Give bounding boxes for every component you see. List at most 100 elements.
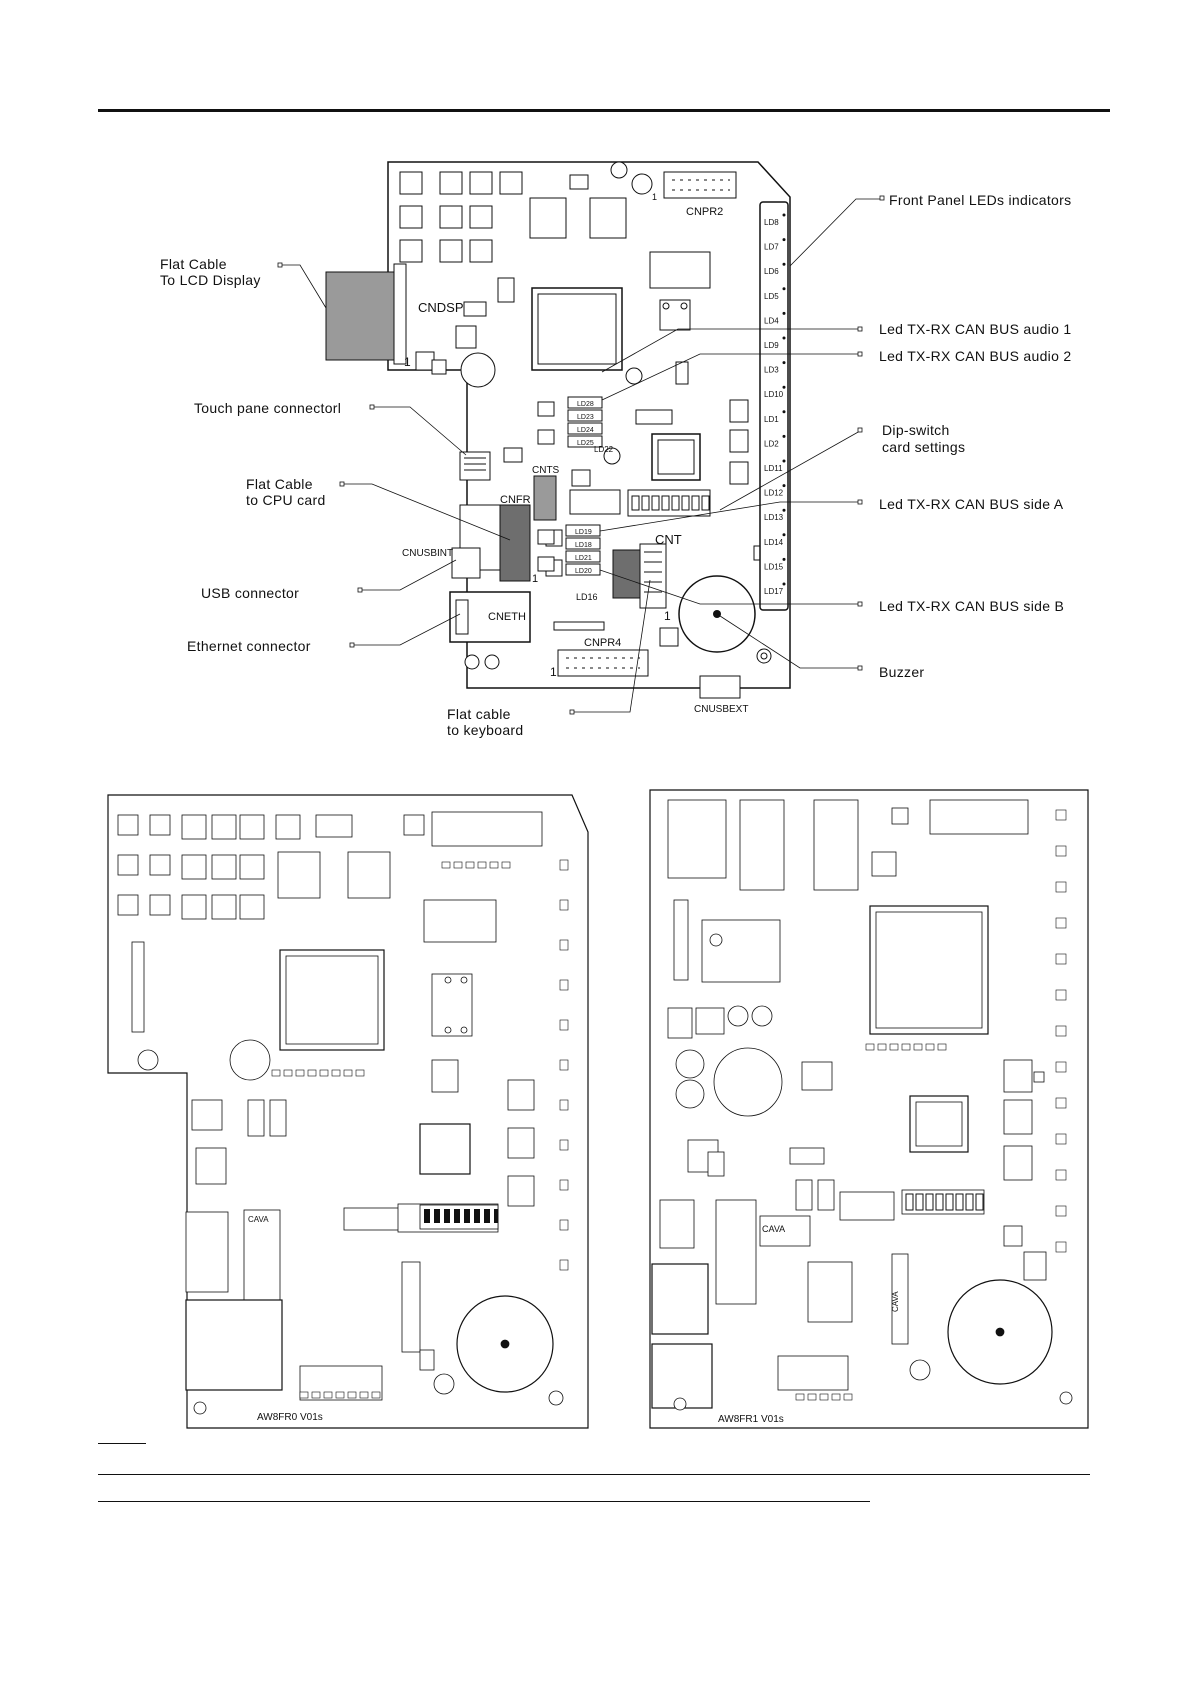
can-controller-chip [651,433,701,481]
label-ld24: LD24 [577,427,594,434]
front-led-dot [782,434,786,438]
callout-touch-panel-connector: Touch pane connectorl [194,400,342,416]
label-cnusbint: CNUSBINT [402,548,453,559]
callout-dip-switch-2: card settings [882,439,966,455]
label-cnpr4: CNPR4 [584,637,621,649]
front-led-label: LD12 [764,489,784,498]
front-led-strip [759,201,789,611]
callout-led-can-side-a: Led TX-RX CAN BUS side A [879,496,1064,512]
label-cnusbext: CNUSBEXT [694,704,748,715]
label-ld18: LD18 [575,542,592,549]
front-led-label: LD9 [764,341,779,350]
label-ld19: LD19 [575,529,592,536]
front-led-dot [782,410,786,414]
label-cnfr: CNFR [500,494,531,506]
label-pin1-cnfr: 1 [532,573,538,585]
left-pcb-components [117,811,564,1415]
footer-rule-mid [98,1501,870,1502]
front-led-dot [782,508,786,512]
front-led-dot [782,557,786,561]
label-pin1-cnpr2: 1 [652,192,657,202]
label-pin1-cnt: 1 [664,609,671,623]
edge-led-columns [559,809,1067,1271]
label-ld21: LD21 [575,555,592,562]
front-led-label: LD7 [764,243,779,252]
front-led-label: LD17 [764,587,784,596]
label-ld22: LD22 [594,445,614,454]
callout-flat-cable-cpu-1: Flat Cable [246,476,313,492]
footer-rule-long [98,1474,1090,1475]
cnusbext-connector [699,675,741,699]
led-group-side [537,524,601,576]
front-led-label: LD14 [764,538,784,547]
label-ld23: LD23 [577,414,594,421]
cnts-connector [533,475,557,521]
front-led-label: LD5 [764,292,779,301]
label-cndsp: CNDSP [418,300,464,315]
smd-rows [271,861,947,1401]
callout-flat-cable-lcd-1: Flat Cable [160,256,227,272]
front-led-dot [782,238,786,242]
left-board-id: AW8FR0 V01s [257,1412,323,1423]
cndsp-connector [393,263,407,365]
label-cnts: CNTS [532,465,560,476]
label-pin1-cndsp: 1 [404,355,411,369]
front-led-dot [782,361,786,365]
right-pcb-components [651,799,1073,1411]
label-ld20: LD20 [575,568,592,575]
front-led-dot [782,213,786,217]
front-led-label: LD6 [764,267,779,276]
header-rule [98,109,1110,112]
front-led-dot [782,533,786,537]
leader-lines [280,198,884,713]
callout-flat-cable-lcd-2: To LCD Display [160,272,261,288]
front-led-label: LD15 [764,562,784,571]
front-led-label: LD1 [764,415,779,424]
right-cava-label: CAVA [762,1224,785,1234]
main-processor [531,287,623,371]
front-led-dot [782,336,786,340]
cnfr-connector [499,504,531,582]
label-cnpr2: CNPR2 [686,206,723,218]
touch-connector [459,451,491,481]
left-pcb-outline [107,794,589,1429]
label-ld16: LD16 [576,592,598,602]
label-pin1-cnpr4: 1 [550,665,557,679]
power-components [399,161,711,289]
callout-usb-connector: USB connector [201,585,300,601]
front-led-label: LD3 [764,366,779,375]
front-led-dot [782,287,786,291]
callout-ethernet-connector: Ethernet connector [187,638,311,654]
front-led-dot [782,385,786,389]
left-cava-label: CAVA [248,1215,269,1224]
front-led-label: LD8 [764,218,779,227]
misc-components [415,277,765,577]
callout-flat-cable-cpu-2: to CPU card [246,492,326,508]
callout-led-can-audio1: Led TX-RX CAN BUS audio 1 [879,321,1072,337]
top-assembly-diagram: CNPR2 CNDSP 1 1 CNTS CNFR CNT CNUSBINT 1… [277,161,885,715]
front-led-label: LD11 [764,464,783,473]
cnpr4-header [557,649,649,677]
label-cnt: CNT [655,532,682,547]
front-led-label: LD2 [764,439,779,448]
callout-dip-switch-1: Dip-switch [882,422,950,438]
right-dip-switch [901,1189,985,1215]
label-ld28: LD28 [577,401,594,408]
usb-internal [451,547,481,579]
label-cneth: CNETH [488,611,526,623]
callout-led-can-audio2: Led TX-RX CAN BUS audio 2 [879,348,1072,364]
callout-front-panel-leds: Front Panel LEDs indicators [889,192,1072,208]
front-led-labels: LD8LD7LD6LD5LD4LD9LD3LD10LD1LD2LD11LD12L… [764,213,786,596]
callout-led-can-side-b: Led TX-RX CAN BUS side B [879,598,1065,614]
front-led-dot [782,262,786,266]
front-led-dot [782,582,786,586]
footer-rule-short [98,1443,146,1444]
left-dip-switch [419,1204,499,1230]
front-led-label: LD10 [764,390,784,399]
front-led-dot [782,459,786,463]
label-ld25: LD25 [577,440,594,447]
front-led-label: LD4 [764,316,779,325]
front-led-label: LD13 [764,513,784,522]
cnpr2-header [663,171,737,199]
front-led-dot [782,311,786,315]
